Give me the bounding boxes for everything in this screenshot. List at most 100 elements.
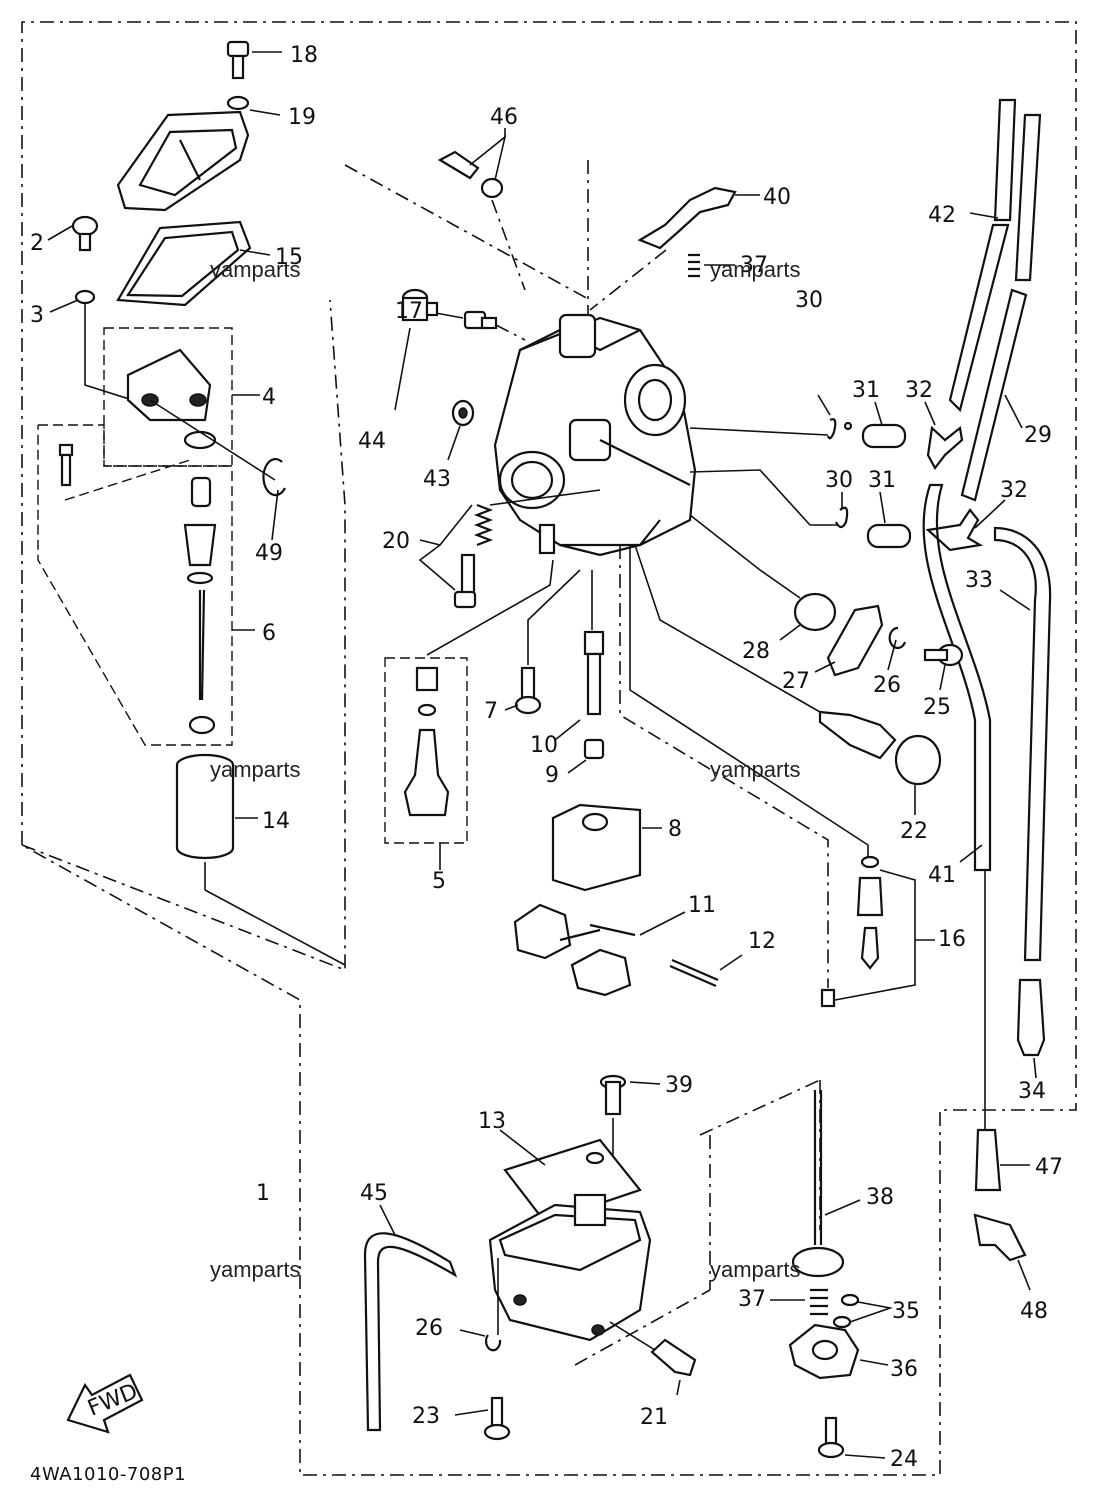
part-small-screw (58, 443, 74, 487)
watermark: yamparts (710, 757, 800, 782)
part-32-tee-upper (924, 401, 964, 471)
needle-assembly-group (37, 327, 233, 746)
part-12-float-pin (669, 954, 743, 988)
callout-37-top: 37 (740, 253, 768, 278)
part-10-needle-jet (554, 570, 605, 741)
callout-10: 10 (530, 733, 558, 758)
part-43-washer (447, 399, 475, 461)
callout-30-upper: 30 (795, 288, 823, 313)
callout-31-upper: 31 (852, 378, 880, 403)
part-36-cover (788, 1323, 889, 1380)
part-42-hose (948, 98, 1042, 413)
part-46-screw-collar (437, 128, 526, 291)
callout-19: 19 (288, 105, 316, 130)
part-28-diaphragm (689, 514, 837, 641)
callout-47: 47 (1035, 1155, 1063, 1180)
part-26-clip-lower (459, 1329, 502, 1352)
callout-26-upper: 26 (873, 673, 901, 698)
callout-34: 34 (1018, 1079, 1046, 1104)
callout-36: 36 (890, 1357, 918, 1382)
watermark: yamparts (710, 257, 800, 282)
callout-4: 4 (262, 385, 276, 410)
part-6-jet-needle (183, 476, 255, 735)
callout-20: 20 (382, 529, 410, 554)
watermark: yamparts (210, 757, 300, 782)
callout-40: 40 (763, 185, 791, 210)
part-16-needle-valve (619, 545, 935, 1008)
callout-29: 29 (1024, 423, 1052, 448)
fwd-arrow: FWD (66, 1373, 144, 1434)
callout-26-lower: 26 (415, 1316, 443, 1341)
callout-43: 43 (423, 467, 451, 492)
part-18-screw (226, 40, 282, 80)
part-4-holder (126, 348, 276, 481)
part-9-main-jet (567, 738, 605, 774)
part-44-plug (394, 288, 439, 411)
callout-8: 8 (668, 817, 682, 842)
part-5-jet-group (384, 559, 554, 870)
callout-13: 13 (478, 1109, 506, 1134)
callout-11: 11 (688, 893, 716, 918)
callout-18: 18 (290, 43, 318, 68)
callout-33: 33 (965, 568, 993, 593)
drawing-code: 4WA1010-708P1 (30, 1464, 186, 1485)
part-26-clip-upper (887, 626, 907, 671)
part-23-screw (454, 1396, 511, 1441)
callout-6: 6 (262, 621, 276, 646)
callout-44: 44 (358, 429, 386, 454)
callout-38: 38 (866, 1185, 894, 1210)
callout-21: 21 (640, 1405, 668, 1430)
part-37-spring-top (688, 253, 735, 278)
part-41-hose (922, 483, 992, 872)
callout-35: 35 (892, 1299, 920, 1324)
callout-45: 45 (360, 1181, 388, 1206)
part-14-cup (175, 753, 346, 966)
part-8-baffle (551, 803, 662, 892)
watermark: yamparts (710, 1257, 800, 1282)
callout-32-lower: 32 (1000, 478, 1028, 503)
callout-9: 9 (545, 763, 559, 788)
callout-15: 15 (275, 245, 303, 270)
part-20-screw-spring (418, 489, 601, 609)
callout-32-upper: 32 (905, 378, 933, 403)
callout-49: 49 (255, 541, 283, 566)
part-30-clip-upper (689, 394, 853, 440)
callout-5: 5 (432, 869, 446, 894)
part-49-clip (262, 457, 286, 541)
part-27-cover (814, 604, 884, 677)
part-37-spring-lower (770, 1288, 828, 1316)
top-cover-plate (116, 110, 250, 212)
callout-41: 41 (928, 863, 956, 888)
part-7-pilot-jet (504, 569, 581, 715)
part-13-gasket (499, 1129, 642, 1224)
callout-23: 23 (412, 1404, 440, 1429)
callout-46: 46 (490, 105, 518, 130)
callout-42: 42 (928, 203, 956, 228)
callout-22: 22 (900, 819, 928, 844)
callout-30-lower: 30 (825, 468, 853, 493)
part-30-clip-lower (689, 469, 849, 529)
callout-12: 12 (748, 929, 776, 954)
callout-14: 14 (262, 809, 290, 834)
callout-3: 3 (30, 303, 44, 328)
part-19-washer (226, 95, 281, 116)
callout-2: 2 (30, 231, 44, 256)
callout-28: 28 (742, 639, 770, 664)
watermarks: yamparts yamparts yamparts yamparts yamp… (210, 257, 800, 1282)
part-31-cap-upper (861, 401, 907, 449)
callout-7: 7 (484, 699, 498, 724)
part-32-tee-lower (925, 499, 1006, 552)
callout-48: 48 (1020, 1299, 1048, 1324)
callout-labels: 18 19 2 15 3 4 49 6 14 46 40 37 42 17 44… (30, 43, 1063, 1472)
part-17-screw (429, 310, 526, 341)
part-25-screw (923, 643, 964, 691)
part-11-float (513, 903, 686, 997)
part-15-gasket (116, 220, 271, 307)
part-40-bracket (589, 186, 760, 311)
part-24-screw (817, 1416, 886, 1459)
part-31-cap-lower (866, 491, 912, 549)
callout-17: 17 (395, 299, 423, 324)
watermark: yamparts (210, 257, 300, 282)
part-29-hose (960, 288, 1028, 502)
